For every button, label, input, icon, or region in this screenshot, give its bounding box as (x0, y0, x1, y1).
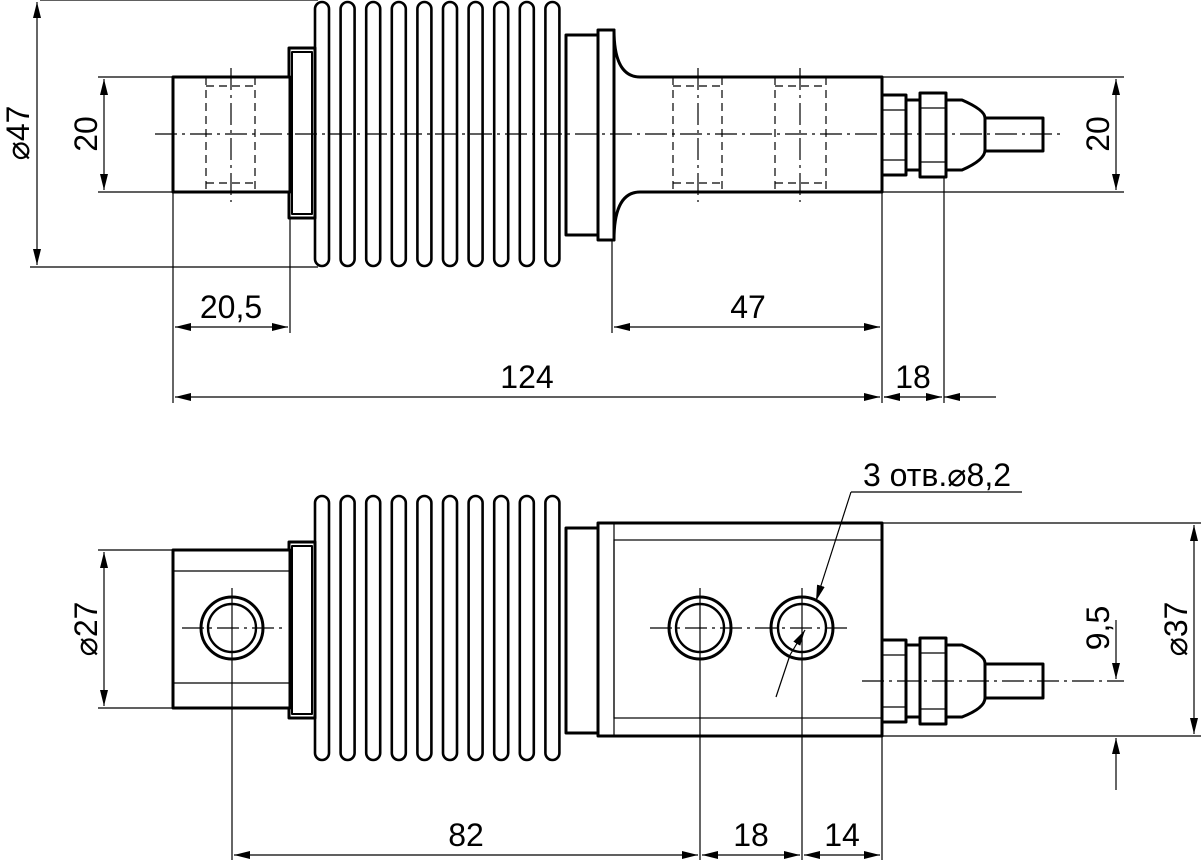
fin (390, 494, 408, 762)
dim-cable-offset-top: 18 (895, 359, 931, 395)
fin (313, 494, 331, 762)
fin (467, 494, 484, 762)
dim-left-height: 20 (68, 116, 104, 152)
dim-body-height: ⌀37 (1158, 602, 1194, 657)
bottom-fin-stack (313, 494, 561, 762)
dim-right-height: 20 (1080, 116, 1116, 152)
dim-outer-diameter: ⌀47 (0, 106, 36, 161)
fin (364, 494, 382, 762)
bottom-view: 3 отв.⌀8,2 ⌀27 ⌀37 9,5 82 18 14 (68, 457, 1201, 860)
dim-left-length: 20,5 (200, 289, 262, 325)
dim-total-length: 124 (500, 359, 553, 395)
top-view: ⌀47 20 20 20,5 47 124 18 (0, 0, 1124, 403)
dim-right-length: 47 (730, 289, 766, 325)
fin (492, 494, 510, 762)
top-cable-gland (880, 91, 1045, 179)
fin (416, 494, 433, 762)
dim-hole-1: 82 (448, 817, 484, 853)
top-left-flange-inner (291, 51, 313, 215)
fin (339, 494, 356, 762)
top-right-shaft (612, 28, 884, 242)
dim-hole-3: 14 (824, 817, 860, 853)
fin (441, 494, 459, 762)
top-right-flange (596, 28, 616, 242)
bottom-right-collar (564, 526, 600, 735)
callout-holes: 3 отв.⌀8,2 (863, 457, 1011, 493)
bottom-right-body (596, 521, 884, 738)
fin (518, 494, 536, 762)
fin (544, 494, 561, 762)
dim-left-diameter: ⌀27 (68, 602, 104, 657)
dim-cable-offset-bottom: 9,5 (1080, 606, 1116, 650)
top-right-collar (564, 33, 600, 237)
dim-hole-2: 18 (733, 817, 769, 853)
